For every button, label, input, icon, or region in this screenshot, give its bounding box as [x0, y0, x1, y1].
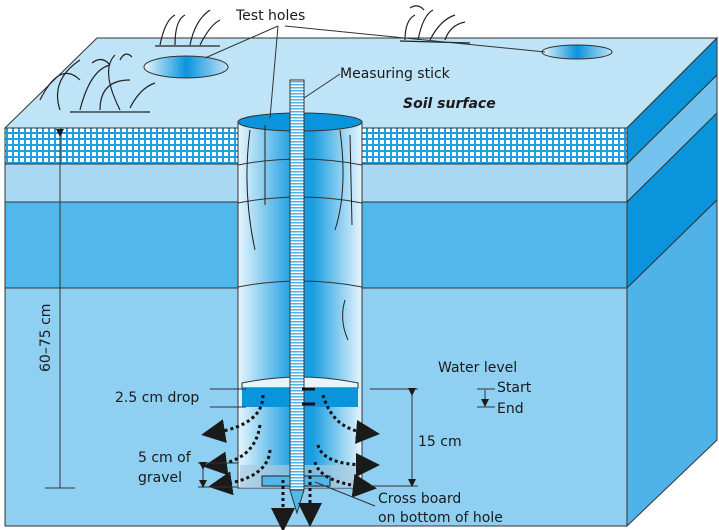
- test-holes-pointers: [204, 25, 546, 119]
- measuring-stick-pointer: [303, 73, 341, 99]
- measuring-stick-label: Measuring stick: [340, 66, 451, 82]
- soil-surface-label: Soil surface: [403, 96, 496, 112]
- seepage-arrows: [201, 394, 380, 530]
- gravel-label-line1: 5 cm of: [138, 450, 192, 466]
- cross-board-pointer: [314, 481, 376, 507]
- grass-icon: [155, 9, 221, 47]
- cross-board-label-line2: on bottom of hole: [378, 510, 503, 526]
- height-label: 15 cm: [418, 434, 462, 450]
- start-label: Start: [497, 380, 532, 396]
- drop-label: 2.5 cm drop: [115, 390, 199, 406]
- measuring-stick-tip: [289, 489, 305, 515]
- test-holes-label: Test holes: [235, 8, 305, 24]
- test-hole: [143, 55, 229, 79]
- water-level-label: Water level: [438, 360, 517, 376]
- test-hole: [541, 44, 613, 60]
- grass-icon: [39, 53, 156, 113]
- depth-label: 60–75 cm: [38, 304, 54, 372]
- right-face-lower-band: [626, 198, 718, 528]
- root-lines: [246, 125, 353, 341]
- measuring-stick: [289, 79, 305, 491]
- end-label: End: [497, 401, 524, 417]
- gravel-label-line2: gravel: [138, 470, 182, 486]
- grass-icon: [399, 5, 471, 44]
- cross-board-label-line1: Cross board: [378, 491, 461, 507]
